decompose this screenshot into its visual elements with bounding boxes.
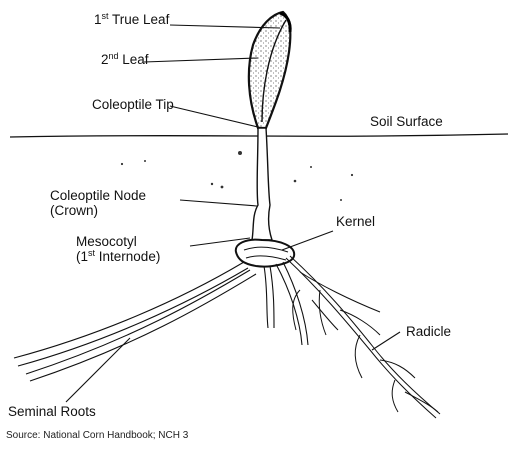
- label-soil-surface: Soil Surface: [370, 114, 443, 129]
- label-mesocotyl: Mesocotyl: [76, 234, 137, 249]
- kernel-shape: [236, 240, 294, 267]
- label-coleoptile-node: Coleoptile Node: [50, 188, 146, 203]
- label-crown: (Crown): [50, 203, 98, 218]
- stem-shape: [252, 128, 272, 240]
- seminal-roots: [14, 262, 308, 381]
- label-second-leaf: 2nd Leaf: [101, 52, 149, 67]
- label-first-internode: (1st Internode): [76, 249, 160, 264]
- leaf-shape: [249, 12, 290, 128]
- label-coleoptile-tip: Coleoptile Tip: [92, 97, 174, 112]
- label-seminal-roots: Seminal Roots: [8, 404, 96, 419]
- label-kernel: Kernel: [336, 214, 375, 229]
- source-caption: Source: National Corn Handbook; NCH 3: [6, 430, 188, 441]
- label-radicle: Radicle: [406, 324, 451, 339]
- label-first-true-leaf: 1st True Leaf: [94, 12, 169, 27]
- soil-specks: [121, 151, 353, 201]
